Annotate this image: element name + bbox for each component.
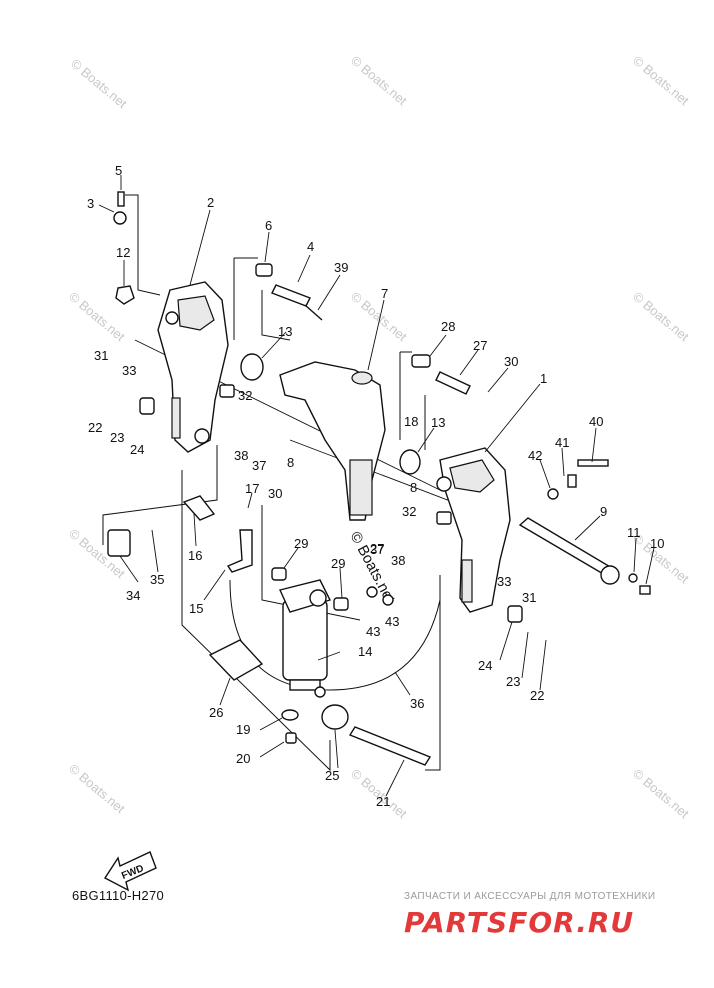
callout-label: 23 xyxy=(506,674,520,689)
callout-label: 33 xyxy=(497,574,511,589)
clamp-bracket-left xyxy=(157,281,229,453)
callout-label: 27 xyxy=(370,541,384,556)
watermark: © Boats.net xyxy=(348,289,410,345)
callout-label: 34 xyxy=(126,588,140,603)
watermark: © Boats.net xyxy=(68,56,130,112)
swivel-bracket xyxy=(279,361,386,521)
callout-label: 21 xyxy=(376,794,390,809)
fwd-arrow-icon: FWD xyxy=(103,851,157,892)
callout-label: 4 xyxy=(307,239,314,254)
callout-label: 43 xyxy=(366,624,380,639)
callout-label: 13 xyxy=(431,415,445,430)
callout-label: 2 xyxy=(207,195,214,210)
callout-label: 12 xyxy=(116,245,130,260)
callout-label: 32 xyxy=(402,504,416,519)
watermark: © Boats.net xyxy=(630,289,692,345)
callout-label: 30 xyxy=(268,486,282,501)
callout-label: 38 xyxy=(234,448,248,463)
small-parts xyxy=(107,191,651,766)
callout-label: 31 xyxy=(94,348,108,363)
callout-label: 8 xyxy=(410,480,417,495)
callout-label: 42 xyxy=(528,448,542,463)
callout-label: 39 xyxy=(334,260,348,275)
callout-label: 29 xyxy=(294,536,308,551)
callout-label: 11 xyxy=(627,525,641,540)
callout-label: 8 xyxy=(287,455,294,470)
watermark: © Boats.net xyxy=(66,761,128,817)
callout-label: 22 xyxy=(88,420,102,435)
callout-label: 14 xyxy=(358,644,372,659)
tilt-linkage xyxy=(182,495,253,573)
callout-label: 5 xyxy=(115,163,122,178)
callout-label: 19 xyxy=(236,722,250,737)
watermark: © Boats.net xyxy=(630,53,692,109)
watermark: © Boats.net xyxy=(630,766,692,822)
callout-label: 16 xyxy=(188,548,202,563)
callout-label: 18 xyxy=(404,414,418,429)
callout-label: 25 xyxy=(325,768,339,783)
callout-label: 43 xyxy=(385,614,399,629)
callout-labels: 1 2 3 4 5 6 7 8 8 9 10 11 12 13 13 14 15… xyxy=(87,163,664,809)
callout-label: 33 xyxy=(122,363,136,378)
callout-label: 27 xyxy=(473,338,487,353)
callout-label: 17 xyxy=(245,481,259,496)
leader-lines xyxy=(98,175,655,797)
callout-label: 9 xyxy=(600,504,607,519)
callout-label: 30 xyxy=(504,354,518,369)
callout-label: 7 xyxy=(381,286,388,301)
callout-label: 15 xyxy=(189,601,203,616)
callout-label: 24 xyxy=(130,442,144,457)
tilt-tube xyxy=(518,517,620,585)
callout-label: 22 xyxy=(530,688,544,703)
tilt-cylinder xyxy=(279,579,331,698)
callout-label: 28 xyxy=(441,319,455,334)
callout-label: 40 xyxy=(589,414,603,429)
callout-label: 24 xyxy=(478,658,492,673)
callout-label: 10 xyxy=(650,536,664,551)
clamp-bracket-right xyxy=(436,447,511,613)
callout-label: 41 xyxy=(555,435,569,450)
callout-label: 37 xyxy=(370,542,384,557)
callout-label: 37 xyxy=(252,458,266,473)
callout-label: 26 xyxy=(209,705,223,720)
callout-label: 6 xyxy=(265,218,272,233)
callout-label: 1 xyxy=(540,371,547,386)
callout-label: 29 xyxy=(331,556,345,571)
callout-label: 32 xyxy=(238,388,252,403)
callout-label: 3 xyxy=(87,196,94,211)
callout-label: 31 xyxy=(522,590,536,605)
callout-label: 38 xyxy=(391,553,405,568)
callout-label: 36 xyxy=(410,696,424,711)
ad-subtitle: ЗАПЧАСТИ И АКСЕССУАРЫ ДЛЯ МОТОТЕХНИКИ xyxy=(404,891,656,902)
watermark: © Boats.net xyxy=(348,53,410,109)
callout-label: 35 xyxy=(150,572,164,587)
callout-label: 20 xyxy=(236,751,250,766)
callout-label: 23 xyxy=(110,430,124,445)
ad-logo: PARTSFOR.RU xyxy=(404,906,635,939)
diagram-code: 6BG1110-H270 xyxy=(72,888,165,903)
callout-label: 13 xyxy=(278,324,292,339)
